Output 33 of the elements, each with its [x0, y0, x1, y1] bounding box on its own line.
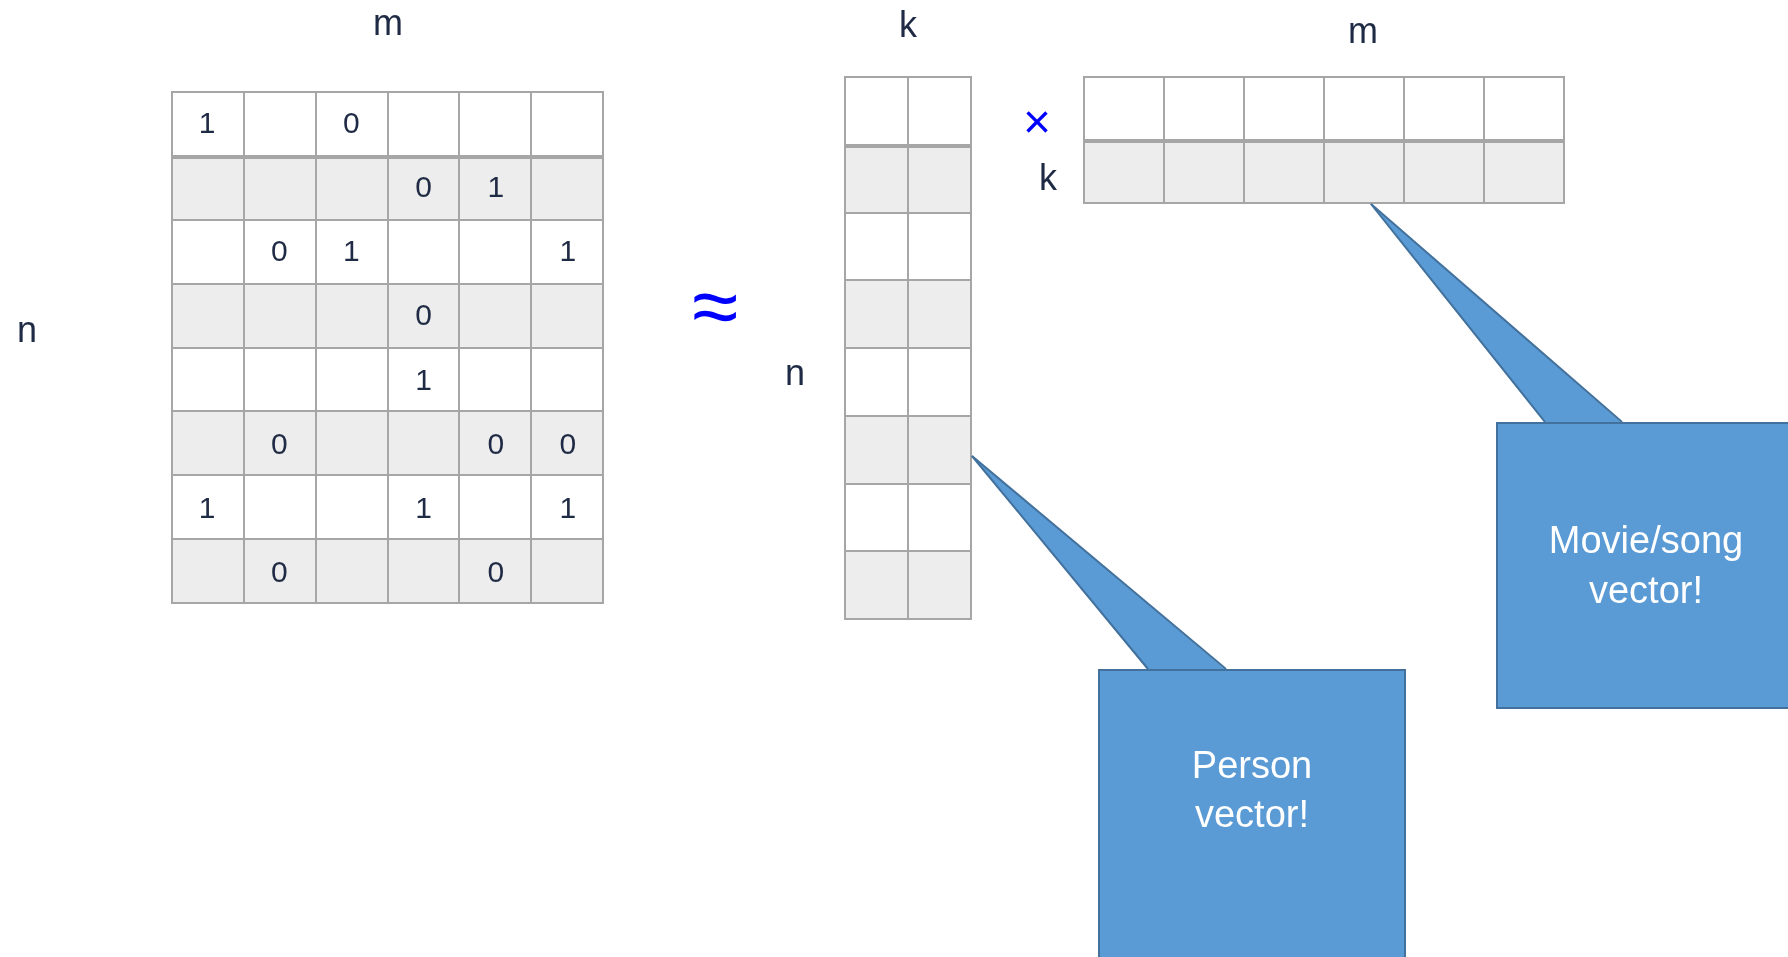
- leader-line: [1370, 203, 1546, 423]
- matrix-value: 0: [415, 172, 432, 203]
- matrix-value: 0: [559, 428, 577, 459]
- matrix-grid: [844, 76, 972, 620]
- dimension-label: k: [1039, 160, 1057, 196]
- matrix-value: 1: [343, 236, 360, 267]
- matrix-value: 1: [415, 364, 432, 395]
- callout-box: [1496, 422, 1788, 709]
- matrix-grid: [1083, 76, 1565, 204]
- matrix-value: 1: [415, 492, 432, 523]
- dimension-label: n: [785, 355, 805, 391]
- matrix-value: 0: [343, 108, 360, 139]
- matrix-value: 0: [270, 556, 288, 587]
- dimension-label: m: [373, 5, 403, 41]
- multiply-symbol: ×: [1023, 98, 1051, 146]
- matrix-value: 1: [487, 172, 505, 203]
- callout-text: Person vector!: [1190, 743, 1314, 838]
- leader-line: [971, 455, 1149, 670]
- matrix-value: 0: [415, 300, 432, 331]
- matrix-value: 1: [198, 492, 216, 523]
- matrix-value: 1: [559, 492, 577, 523]
- approx-symbol: ≈: [691, 264, 739, 348]
- matrix-value: 1: [198, 108, 216, 139]
- matrix-value: 1: [559, 236, 577, 267]
- dimension-label: m: [1348, 13, 1378, 49]
- matrix-value: 0: [487, 428, 505, 459]
- matrix-value: 0: [270, 236, 288, 267]
- matrix-value: 0: [487, 556, 505, 587]
- dimension-label: k: [899, 7, 917, 43]
- callout-box: [1098, 669, 1406, 957]
- matrix-value: 0: [270, 428, 288, 459]
- dimension-label: n: [17, 312, 37, 348]
- callout-text: Movie/song vector!: [1547, 518, 1745, 613]
